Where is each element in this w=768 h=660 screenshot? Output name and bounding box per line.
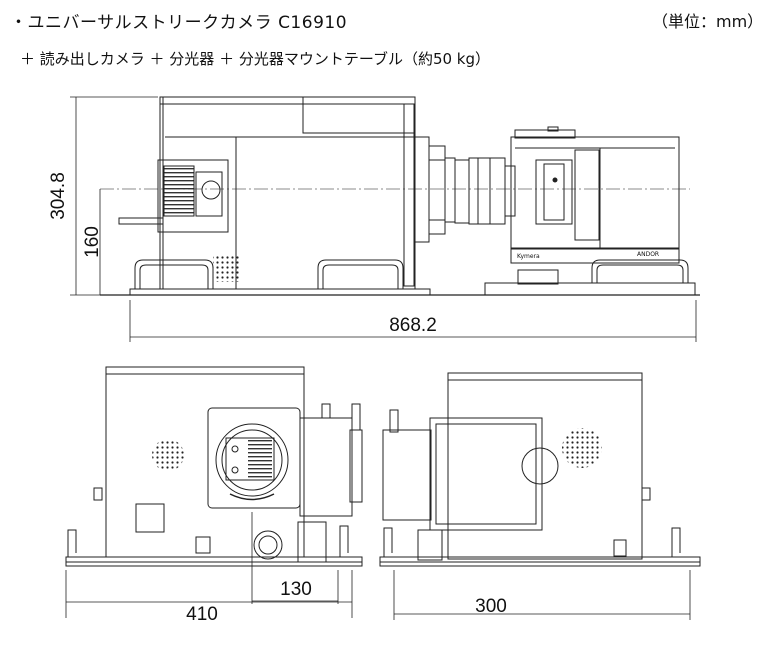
side-module [299, 417, 353, 517]
total-height-dimension: 304.8 [48, 172, 69, 220]
top-vent-panel [302, 96, 416, 134]
configuration-subtitle: ＋ 読み出しカメラ ＋ 分光器 ＋ 分光器マウントテーブル（約50 kg） [20, 50, 491, 68]
side-view [70, 96, 700, 342]
power-connector [253, 530, 283, 560]
table-handle [591, 259, 689, 283]
unit-label: （単位：mm） [652, 12, 764, 31]
rear-left-foot [383, 527, 393, 557]
andor-label: ANDOR [637, 251, 659, 258]
spectrograph-mount-table [484, 282, 696, 296]
page-title: ・ユニバーサルストリークカメラ C16910 [10, 13, 348, 33]
front-width-dimension: 410 [186, 604, 218, 625]
frame-handle-right [317, 259, 404, 289]
front-label-plate [135, 503, 165, 533]
readout-sensor-block [225, 437, 275, 481]
rear-left-module [382, 429, 432, 521]
frame-handle-left [134, 259, 214, 289]
spectrograph-end-cover [429, 417, 543, 531]
camera-base-plate [129, 288, 431, 296]
spectrograph-body [510, 136, 680, 250]
front-offset-dimension: 130 [280, 579, 312, 600]
front-left-foot [67, 529, 77, 557]
rear-fan-grill [562, 428, 602, 468]
kymera-label: Kymera [517, 253, 540, 260]
front-fan-grill [152, 439, 184, 471]
lens-coupling [454, 159, 470, 224]
rear-panel [447, 372, 643, 560]
input-flange [414, 136, 430, 243]
total-length-dimension: 868.2 [389, 315, 437, 336]
readout-camera-side [157, 159, 229, 233]
side-grill [213, 255, 241, 282]
front-right-foot [339, 525, 349, 557]
rear-right-foot [671, 527, 681, 557]
rear-view [379, 372, 701, 620]
spectrograph-window [535, 159, 573, 225]
rear-width-dimension: 300 [475, 596, 507, 617]
front-view [65, 366, 363, 618]
axis-height-dimension: 160 [82, 226, 103, 258]
rear-port [521, 447, 559, 485]
handle-plate [118, 217, 164, 225]
readout-camera-ring [215, 423, 289, 497]
